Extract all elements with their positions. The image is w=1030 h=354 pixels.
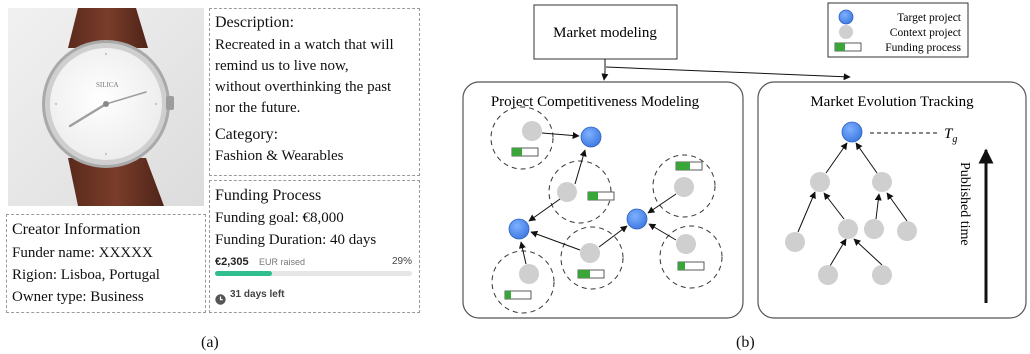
legend-context-label: Context project: [890, 27, 962, 39]
target-node: [580, 126, 602, 148]
context-node: [580, 243, 600, 263]
funding-bar-fill: [678, 262, 685, 270]
category-value: Fashion & Wearables: [215, 148, 344, 164]
description-line: without overthinking the past: [215, 79, 392, 95]
clock-icon: [215, 290, 226, 305]
category-heading: Category:: [215, 126, 279, 143]
owner-type: Owner type: Business: [12, 289, 144, 305]
edge: [530, 230, 581, 251]
tree-context-node: [818, 265, 838, 285]
tg-label-sub: g: [952, 134, 957, 145]
description-heading: Description:: [215, 14, 295, 31]
tree-edge: [886, 192, 908, 222]
funding-process-box: [209, 180, 420, 313]
description-box: [209, 8, 420, 176]
context-node: [674, 177, 694, 197]
legend-funding-label: Funding process: [885, 42, 961, 54]
tree-context-node: [897, 221, 917, 241]
legend-funding-fill: [835, 43, 845, 51]
context-node: [557, 182, 577, 202]
funder-name: Funder name: XXXXX: [12, 245, 153, 261]
funding-bar-fill: [578, 270, 590, 278]
edge: [541, 132, 580, 139]
tree-context-node: [872, 265, 892, 285]
watch-illustration: SILICA: [8, 8, 204, 206]
funding-goal: Funding goal: €8,000: [215, 210, 344, 226]
context-neighborhood: [490, 106, 554, 170]
legend-context-marker: [839, 25, 853, 39]
funding-bar-fill: [676, 162, 690, 170]
tree-edge: [874, 193, 882, 220]
tg-label-base: T: [944, 126, 954, 142]
legend-target-marker: [838, 9, 854, 25]
context-node: [676, 234, 696, 254]
watch-product-photo: SILICA: [8, 8, 204, 206]
edge: [518, 241, 527, 265]
tree-context-node: [864, 219, 884, 239]
watch-brand-text: SILICA: [96, 81, 119, 89]
competitiveness-title: Project Competitiveness Modeling: [491, 94, 700, 110]
tg-label: Tg: [944, 126, 957, 145]
tree-edge: [797, 191, 816, 233]
edge: [574, 149, 587, 185]
tree-edge: [855, 142, 878, 174]
creator-info-box: [6, 214, 206, 313]
description-line: Recreated in a watch that will: [215, 37, 394, 53]
tree-edge: [823, 192, 845, 220]
creator-info-title: Creator Information: [12, 221, 141, 238]
tree-edge: [829, 238, 847, 267]
edge: [647, 193, 677, 214]
days-left: 31 days left: [230, 289, 285, 300]
description-line: remind us to live now,: [215, 58, 349, 74]
evolution-title: Market Evolution Tracking: [810, 94, 974, 110]
context-neighborhood: [560, 226, 624, 290]
arrow-to-competitiveness: [601, 59, 609, 81]
funding-bar-fill: [512, 148, 522, 156]
tree-edge: [853, 238, 883, 266]
raised-amount: €2,305: [215, 256, 249, 268]
published-time-label: Published time: [957, 162, 972, 246]
caption-b: (b): [736, 334, 755, 351]
market-modeling-box: [533, 4, 678, 60]
tree-context-node: [810, 172, 830, 192]
arrow-to-evolution: [605, 66, 851, 81]
tree-context-node: [785, 232, 805, 252]
description-line: nor the future.: [215, 100, 301, 116]
tree-context-node: [872, 172, 892, 192]
edge: [648, 223, 677, 241]
tree-context-node: [838, 219, 858, 239]
tree-edge: [825, 142, 848, 174]
context-node: [519, 264, 539, 284]
funding-duration: Funding Duration: 40 days: [215, 232, 377, 248]
legend-target-label: Target project: [897, 12, 962, 24]
tree-target-node: [841, 121, 863, 143]
context-neighborhood: [659, 225, 723, 289]
funding-process-title: Funding Process: [215, 187, 322, 204]
funding-progress-fill: [215, 271, 273, 276]
target-node: [508, 218, 530, 240]
edge: [528, 198, 561, 222]
edge: [598, 225, 628, 248]
creator-region: Rigion: Lisboa, Portugal: [12, 267, 160, 283]
raised-label: EUR raised: [259, 257, 306, 267]
caption-a: (a): [201, 334, 219, 351]
context-node: [522, 121, 542, 141]
market-modeling-label: Market modeling: [553, 25, 657, 41]
funding-bar-fill: [588, 192, 598, 200]
funding-percent: 29%: [392, 256, 413, 267]
funding-bar-fill: [505, 291, 511, 299]
target-node: [626, 208, 648, 230]
context-neighborhood: [652, 154, 716, 218]
funding-progress-bar: [215, 271, 412, 276]
